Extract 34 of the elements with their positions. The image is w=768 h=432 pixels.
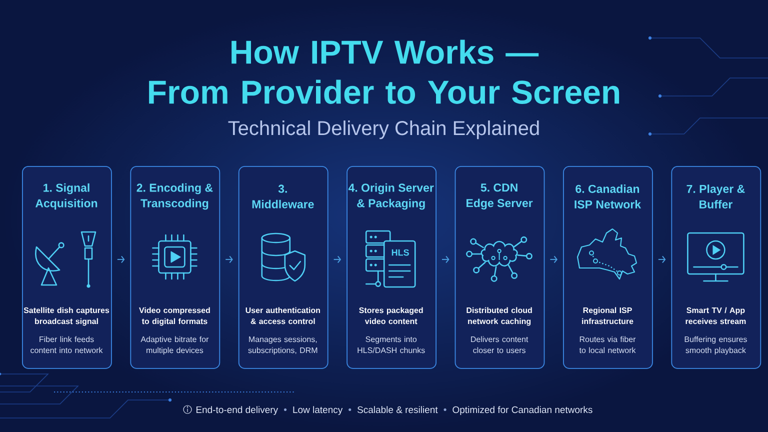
step-title: 6. Canadian ISP Network [574,184,642,208]
step-note: Segments into HLS/DASH chunks [358,336,425,354]
title: How IPTV Works — From Provider to Your Screen [149,40,620,104]
arrow [442,256,450,264]
feature-text: Optimized for Canadian networks [452,406,592,415]
arrow [658,256,666,264]
feature-text: Low latency [293,406,343,415]
step-note: Manages sessions, subscriptions, DRM [248,336,318,355]
step-description: Distributed cloud network caching [466,307,532,326]
step-description: User authentication & access control [246,307,320,324]
step-description: Smart TV / App receives stream [686,307,746,324]
step-title: 4. Origin Server & Packaging [348,183,434,210]
step-note: Routes via fiber to local network [579,336,636,354]
step-title: 5. CDN Edge Server [466,184,533,210]
arrow [225,256,233,264]
step-title: 2. Encoding & Transcoding [136,183,213,210]
file-type-label: HLS [392,249,409,256]
step-description: Video compressed to digital formats [139,307,210,326]
step-title: 7. Player & Buffer [686,184,745,208]
step-title: 3. Middleware [252,184,314,208]
arrow [333,256,342,264]
step-title: 1. Signal Acquisition [35,183,98,210]
arrow [116,256,125,264]
step-description: Stores packaged video content [359,307,423,324]
step-note: Buffering ensures smooth playback [684,336,747,355]
step-description: Satellite dish captures broadcast signal [24,307,110,326]
feature-text: End-to-end delivery [196,406,278,415]
step-description: Regional ISP infrastructure [582,307,634,324]
subtitle: Technical Delivery Chain Explained [228,120,539,140]
step-note: Delivers content closer to users [471,336,528,354]
arrow [550,256,558,264]
step-note: Adaptive bitrate for multiple devices [140,336,209,355]
feature-text: Scalable & resilient [358,406,438,414]
step-note: Fiber link feeds content into network [30,336,103,354]
